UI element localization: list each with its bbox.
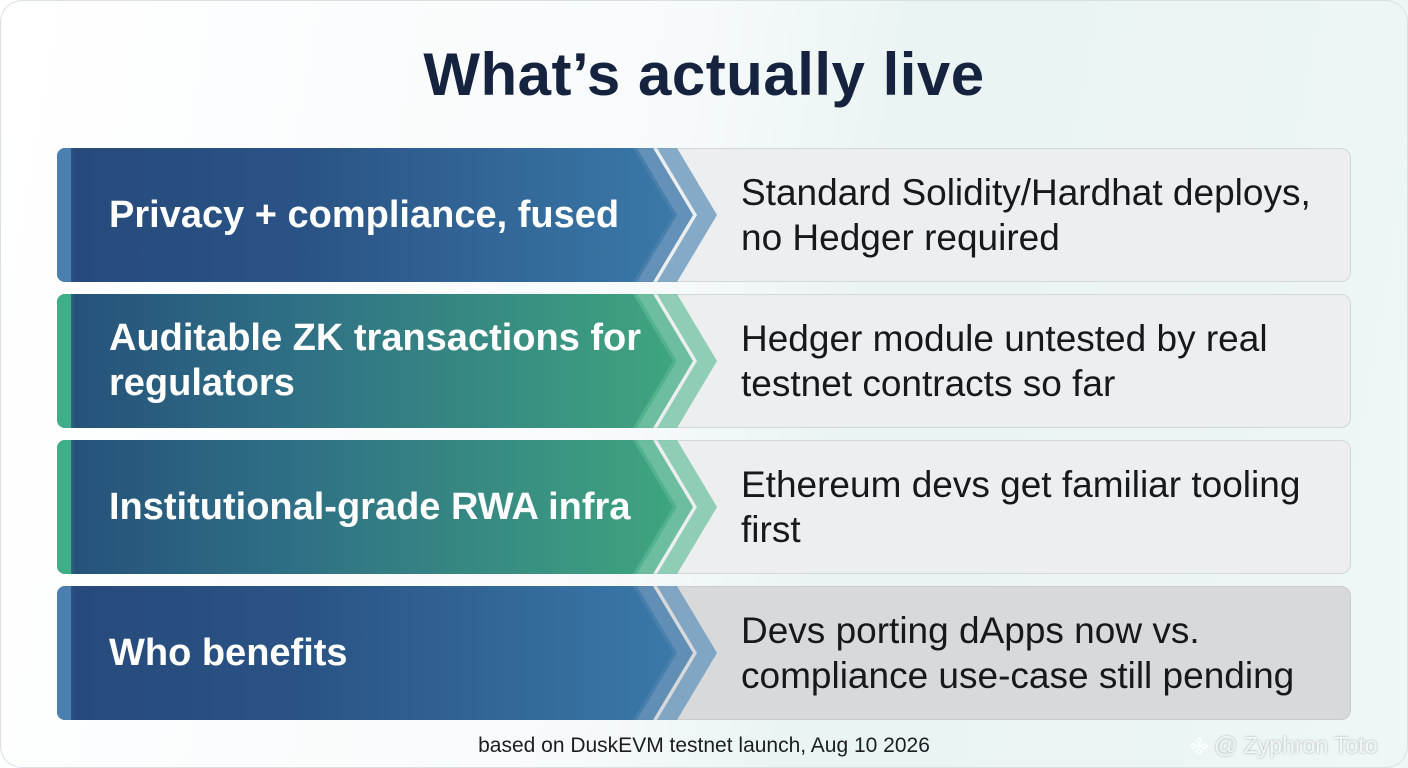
comparison-row-2: Hedger module untested by real testnet c… — [57, 294, 1351, 428]
banner-edge — [57, 148, 71, 282]
comparison-row-3: Ethereum devs get familiar tooling first… — [57, 440, 1351, 574]
right-text: Standard Solidity/Hardhat deploys, no He… — [741, 172, 1311, 258]
source-footnote: based on DuskEVM testnet launch, Aug 10 … — [478, 734, 930, 757]
right-text: Hedger module untested by real testnet c… — [741, 318, 1268, 404]
banner-edge — [57, 440, 71, 574]
right-card — [617, 148, 1351, 282]
left-text: Auditable ZK transactions for regulators — [109, 317, 642, 404]
right-text: Ethereum devs get familiar tooling first — [741, 464, 1301, 550]
comparison-row-4: Devs porting dApps now vs. compliance us… — [57, 586, 1351, 720]
left-banner — [57, 586, 677, 720]
left-banner — [57, 440, 677, 574]
comparison-row-1: Standard Solidity/Hardhat deploys, no He… — [57, 148, 1351, 282]
left-banner — [57, 294, 677, 428]
left-text: Who benefits — [109, 631, 348, 674]
banner-edge — [57, 294, 71, 428]
right-text: Devs porting dApps now vs. compliance us… — [741, 610, 1295, 696]
right-card — [617, 586, 1351, 720]
right-card — [617, 440, 1351, 574]
watermark-text: @ Zyphron Toto — [1214, 732, 1378, 758]
watermark: @ Zyphron Toto — [1188, 732, 1378, 759]
page-title: What’s actually live — [423, 41, 985, 108]
left-text: Institutional-grade RWA infra — [109, 485, 631, 528]
banner-edge — [57, 586, 71, 720]
left-text: Privacy + compliance, fused — [109, 193, 620, 236]
left-banner — [57, 148, 677, 282]
right-card — [617, 294, 1351, 428]
binance-icon — [1189, 736, 1209, 755]
